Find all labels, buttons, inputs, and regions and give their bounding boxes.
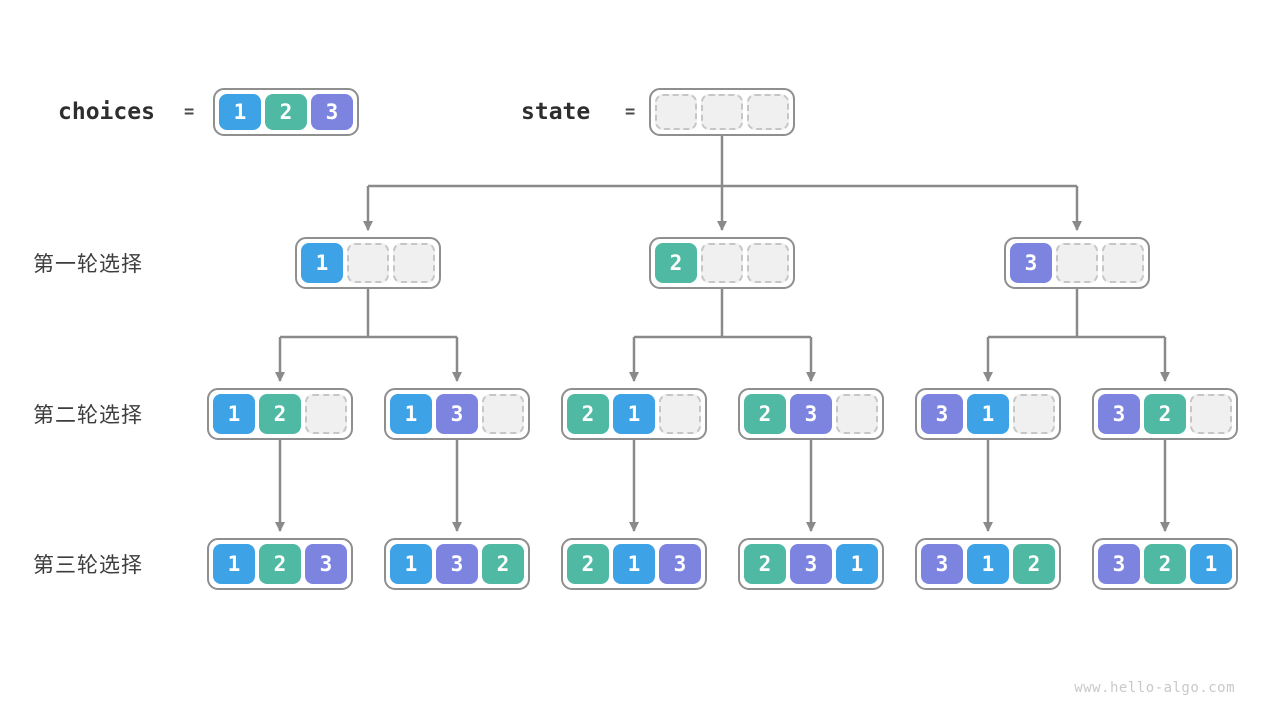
array-cell: 1 (390, 394, 432, 434)
choices-label: choices (58, 99, 155, 125)
array-cell: 3 (790, 394, 832, 434)
array-cell: 3 (659, 544, 701, 584)
array-cell-empty (655, 94, 697, 130)
array-cell: 3 (790, 544, 832, 584)
tree-node: 3 (1004, 237, 1150, 289)
array-cell: 1 (213, 544, 255, 584)
array-cell-empty (747, 243, 789, 283)
array-cell: 2 (265, 94, 307, 130)
array-cell: 2 (1013, 544, 1055, 584)
array-cell-empty (836, 394, 878, 434)
array-cell-empty (1013, 394, 1055, 434)
state-array-box (649, 88, 795, 136)
tree-node: 2 (649, 237, 795, 289)
array-cell: 1 (219, 94, 261, 130)
array-cell: 2 (1144, 544, 1186, 584)
array-cell: 1 (967, 544, 1009, 584)
array-cell: 1 (213, 394, 255, 434)
array-cell: 2 (744, 544, 786, 584)
array-cell: 2 (482, 544, 524, 584)
website-watermark: www.hello-algo.com (1074, 680, 1235, 696)
array-cell: 1 (301, 243, 343, 283)
array-cell: 2 (259, 544, 301, 584)
array-cell: 3 (921, 544, 963, 584)
array-cell: 1 (1190, 544, 1232, 584)
array-cell: 2 (567, 544, 609, 584)
array-cell: 2 (259, 394, 301, 434)
array-cell: 2 (655, 243, 697, 283)
array-cell: 1 (613, 394, 655, 434)
array-cell-empty (347, 243, 389, 283)
array-cell-empty (701, 243, 743, 283)
array-cell-empty (393, 243, 435, 283)
array-cell: 3 (436, 394, 478, 434)
array-cell-empty (659, 394, 701, 434)
array-cell: 1 (390, 544, 432, 584)
round-1-label: 第一轮选择 (33, 253, 143, 276)
array-cell: 3 (436, 544, 478, 584)
array-cell-empty (701, 94, 743, 130)
array-cell: 3 (305, 544, 347, 584)
array-cell: 3 (1010, 243, 1052, 283)
array-cell-empty (747, 94, 789, 130)
array-cell: 2 (744, 394, 786, 434)
array-cell: 1 (967, 394, 1009, 434)
array-cell: 2 (1144, 394, 1186, 434)
array-cell: 3 (1098, 394, 1140, 434)
array-cell-empty (1190, 394, 1232, 434)
array-cell: 1 (613, 544, 655, 584)
array-cell-empty (305, 394, 347, 434)
state-label: state (521, 99, 591, 125)
tree-node: 1 (295, 237, 441, 289)
array-cell-empty (482, 394, 524, 434)
array-cell: 2 (567, 394, 609, 434)
array-cell: 3 (921, 394, 963, 434)
state-equals-sign: = (625, 102, 636, 122)
choices-equals-sign: = (184, 102, 195, 122)
array-cell: 3 (311, 94, 353, 130)
array-cell-empty (1102, 243, 1144, 283)
array-cell: 1 (836, 544, 878, 584)
round-3-label: 第三轮选择 (33, 554, 143, 577)
round-2-label: 第二轮选择 (33, 404, 143, 427)
array-cell-empty (1056, 243, 1098, 283)
array-cell: 3 (1098, 544, 1140, 584)
